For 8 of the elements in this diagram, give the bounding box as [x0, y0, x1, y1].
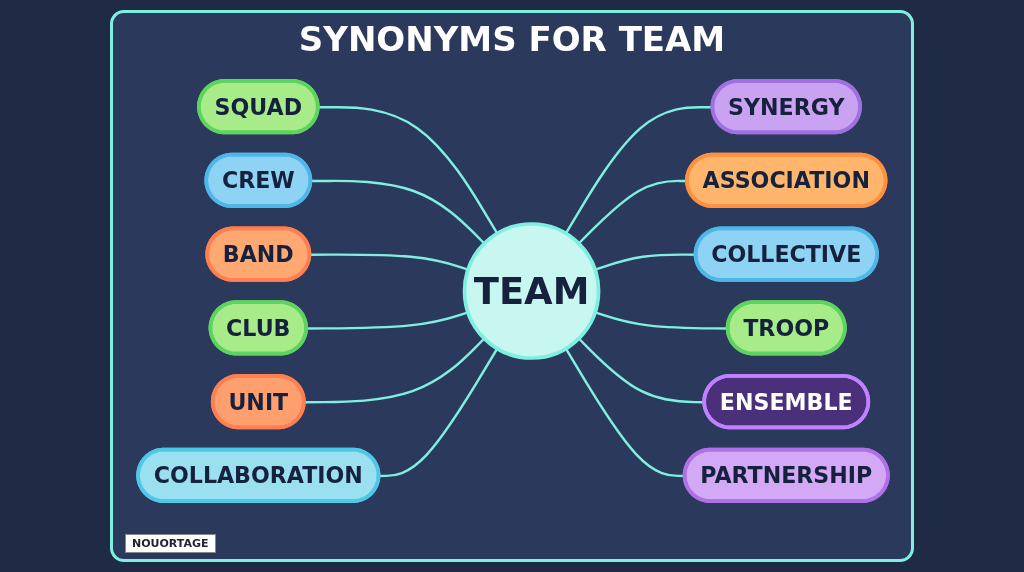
- title: SYNONYMS FOR TEAM: [297, 19, 727, 59]
- node-circle: [462, 222, 601, 360]
- diagram-panel: SYNONYMS FOR TEAM TEAM SQUAD CREW BAND CLUB UNIT COLLABORATION SYNERGY ASSOCIATION COLLECTIVE TROOP ENSEMBLE PARTNERSHIP NOUORTAGE: [110, 10, 914, 562]
- connector: [304, 337, 486, 404]
- connector: [318, 105, 499, 235]
- connector: [379, 347, 499, 478]
- banner-text: NOUORTAGE: [125, 534, 216, 553]
- connector: [310, 253, 469, 271]
